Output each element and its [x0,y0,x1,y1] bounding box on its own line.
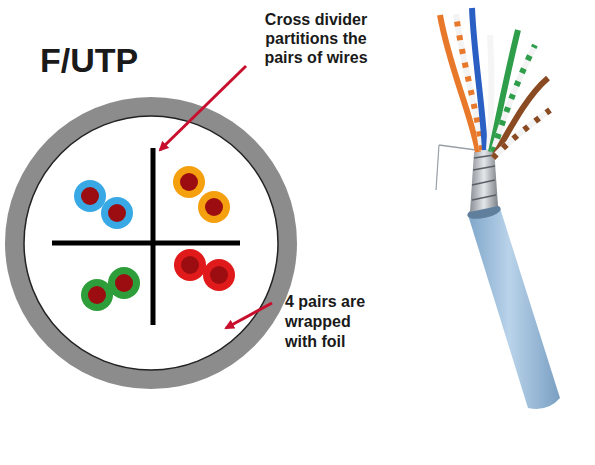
green-pair [81,267,140,311]
cross-divider [151,148,156,325]
diagram-title: F/UTP [40,40,138,80]
callout-label: 4 pairs are wrapped with foil [285,292,385,352]
inner-space [24,116,278,370]
orange-pair [173,166,230,223]
wire [472,8,485,150]
wire [489,35,491,150]
cable-cross-section [5,97,297,389]
red-pair [174,249,235,291]
foil-ring [5,97,297,389]
cable-jacket [468,208,560,409]
drain-wire [439,145,476,150]
wire [493,110,550,158]
cable-photo [436,8,560,409]
leader-arrow [160,66,246,150]
callout-label: Cross divider partitions the pairs of wi… [246,10,386,67]
leader-arrow [226,303,272,328]
blue-pair [74,180,133,229]
cross-divider [52,241,240,246]
